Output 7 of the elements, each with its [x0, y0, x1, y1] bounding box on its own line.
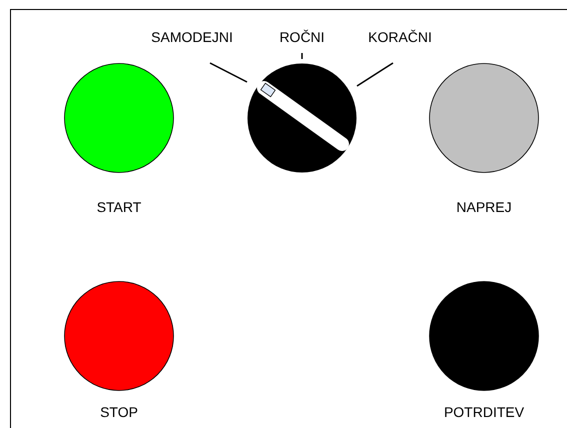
position-label: KORAČNI: [368, 29, 432, 45]
position-label: SAMODEJNI: [151, 29, 233, 45]
button-label: POTRDITEV: [442, 404, 526, 420]
position-label: ROČNI: [279, 29, 325, 45]
button-label: STOP: [99, 404, 139, 420]
button-label: NAPREJ: [455, 199, 513, 215]
button-label: START: [96, 199, 142, 215]
